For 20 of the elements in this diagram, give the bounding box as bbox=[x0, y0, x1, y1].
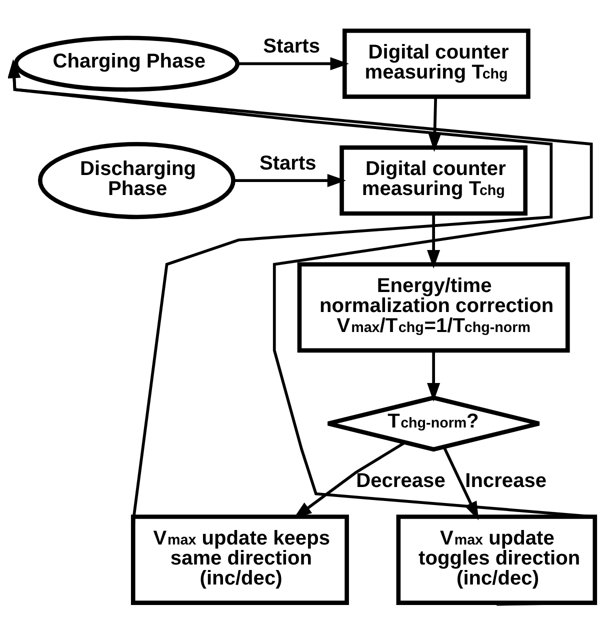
node-box: Energy/time normalization correction Vmax/Tchg=1/Tchg-norm bbox=[297, 262, 570, 352]
arrow bbox=[428, 96, 442, 152]
node-box: Digital counter measuring Tchg bbox=[340, 144, 528, 216]
arrow bbox=[238, 56, 349, 70]
arrow bbox=[427, 213, 440, 268]
arrow bbox=[293, 440, 406, 518]
arrow bbox=[427, 350, 440, 402]
edge-label: Increase bbox=[465, 469, 547, 492]
node-box: Digital counter measuring Tchg bbox=[342, 28, 530, 98]
node-diamond: Tchg-norm? bbox=[326, 395, 542, 452]
node-box: Vmax update toggles direction (inc/dec) bbox=[396, 514, 598, 604]
node-ellipse: Discharging Phase bbox=[38, 141, 236, 219]
arrow bbox=[8, 58, 596, 606]
edge-label: Decrease bbox=[356, 469, 446, 492]
node-ellipse: Charging Phase bbox=[14, 35, 240, 92]
edge-label: Starts bbox=[263, 35, 320, 58]
arrow bbox=[233, 174, 346, 187]
arrow bbox=[8, 58, 553, 560]
node-box: Vmax update keeps same direction (inc/dec) bbox=[130, 514, 349, 604]
edge-label: Starts bbox=[259, 152, 316, 174]
